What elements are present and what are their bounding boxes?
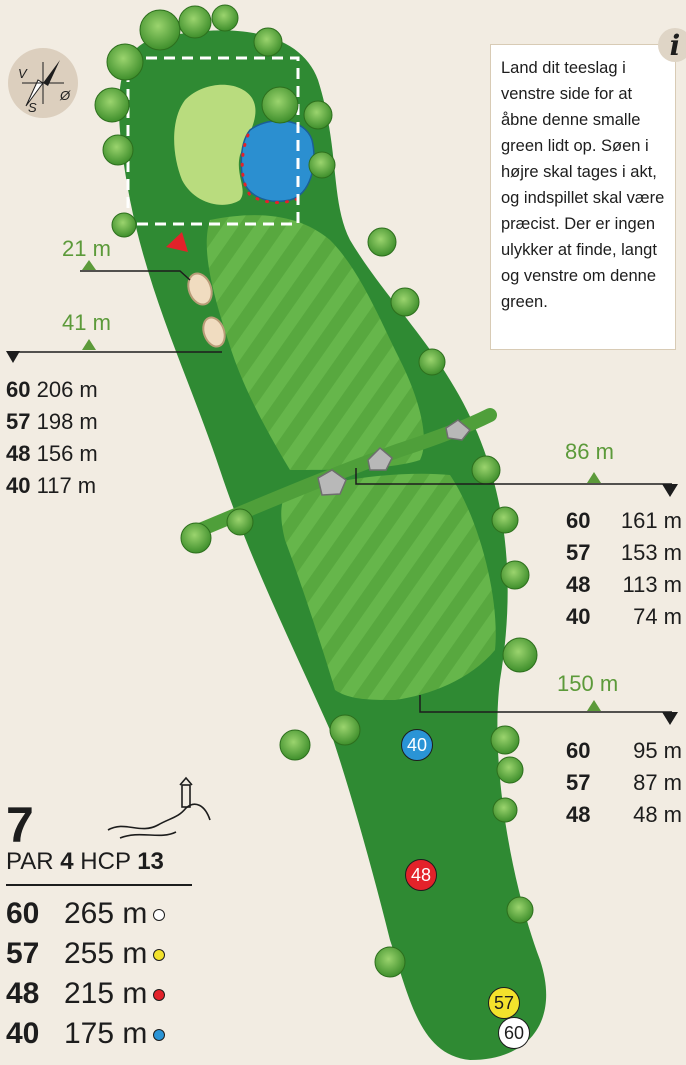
pond xyxy=(240,119,315,202)
compass-west: V xyxy=(18,66,27,81)
measure-label-21: 21 m xyxy=(62,236,111,261)
rock-1 xyxy=(317,469,347,496)
trees xyxy=(94,4,538,978)
measure-lines xyxy=(8,270,672,713)
aim-flag-icon xyxy=(166,232,188,252)
distance-table-41: 60 206 m 57 198 m 48 156 m 40 117 m xyxy=(6,374,98,502)
measure-label-41: 41 m xyxy=(62,310,111,335)
green-detail-box xyxy=(126,56,300,226)
hole-number: 7 xyxy=(6,797,34,853)
tee-marker-40: 40 xyxy=(401,729,433,761)
rock-3 xyxy=(445,419,472,441)
bunker-2 xyxy=(202,316,226,348)
tee-marker-48: 48 xyxy=(405,859,437,891)
hole-tip-text: Land dit teeslag i venstre side for at å… xyxy=(501,59,665,311)
tee-color-dot xyxy=(153,949,166,962)
info-icon: i xyxy=(658,28,686,62)
compass-needle-icon xyxy=(22,60,64,107)
fairway-lower xyxy=(281,473,496,700)
tee-color-dot xyxy=(153,909,166,922)
compass-east: Ø xyxy=(60,88,71,103)
tee-color-dot xyxy=(153,989,166,1002)
compass-south: S xyxy=(28,100,37,115)
tee-color-dot xyxy=(153,1029,166,1042)
distance-row: 40 117 m xyxy=(6,473,97,498)
distance-row: 57 198 m xyxy=(6,409,98,434)
fairway-upper xyxy=(206,215,424,470)
distance-row: 48 156 m xyxy=(6,441,98,466)
distance-row: 60 206 m xyxy=(6,377,98,402)
putting-green xyxy=(174,84,256,205)
rock-2 xyxy=(367,446,393,471)
tee-marker-60: 60 xyxy=(498,1017,530,1049)
tee-marker-57: 57 xyxy=(488,987,520,1019)
measure-arrow-icons xyxy=(6,351,678,725)
measure-tee-icons xyxy=(82,260,601,711)
pond-hazard-line xyxy=(240,133,307,204)
par-hcp-line: PAR 4 HCP 13 xyxy=(6,848,164,875)
divider xyxy=(6,884,192,886)
bunker-1 xyxy=(187,272,213,306)
compass-rose-icon: V Ø S xyxy=(8,48,78,118)
hole-tip-box: Land dit teeslag i venstre side for at å… xyxy=(490,44,676,350)
measure-label-150: 150 m xyxy=(557,671,619,696)
measure-label-86: 86 m xyxy=(565,439,614,464)
lighthouse-logo-icon xyxy=(107,776,211,839)
